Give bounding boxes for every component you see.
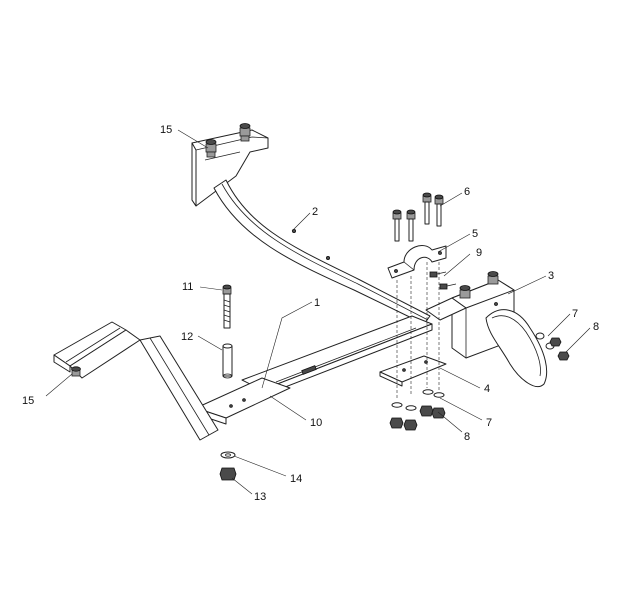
- callout-labels: 1 2 3 4 5 6 7 7 8 8 9 10 11 12 13 14 15 …: [22, 124, 599, 503]
- lower-plate-hardware: [389, 389, 446, 431]
- callout-3: 3: [548, 270, 554, 282]
- callout-14: 14: [290, 473, 302, 485]
- right-box-hardware: [535, 332, 570, 361]
- callout-7a: 7: [572, 308, 578, 320]
- receiver-box: [425, 271, 548, 387]
- lower-nut: [219, 467, 237, 481]
- clamp-bolts: [392, 192, 444, 242]
- side-bolts: [429, 271, 457, 290]
- callout-15a: 15: [160, 124, 172, 136]
- callout-11: 11: [182, 281, 193, 293]
- upper-support-arm: [191, 123, 431, 325]
- callout-10: 10: [310, 417, 322, 429]
- spacer-sleeve: [222, 343, 233, 379]
- u-clamp: [387, 245, 447, 279]
- callout-5: 5: [472, 228, 478, 240]
- bracket-bolt-left: [205, 139, 217, 158]
- callout-7b: 7: [486, 417, 492, 429]
- callout-9: 9: [476, 247, 482, 259]
- clamp-plate: [379, 262, 447, 400]
- callout-8b: 8: [464, 431, 470, 443]
- lower-bracket-plate: [53, 321, 291, 441]
- bracket-bolt-right: [239, 123, 251, 142]
- lower-washer: [220, 451, 236, 459]
- callout-15b: 15: [22, 395, 34, 407]
- callout-1: 1: [314, 297, 320, 309]
- leader-lines: [45, 129, 591, 495]
- callout-8a: 8: [593, 321, 599, 333]
- long-bolt: [222, 284, 232, 329]
- callout-6: 6: [464, 186, 470, 198]
- callout-4: 4: [484, 383, 490, 395]
- callout-2: 2: [312, 206, 318, 218]
- callout-13: 13: [254, 491, 266, 503]
- callout-12: 12: [181, 331, 193, 343]
- main-bar: [241, 315, 433, 397]
